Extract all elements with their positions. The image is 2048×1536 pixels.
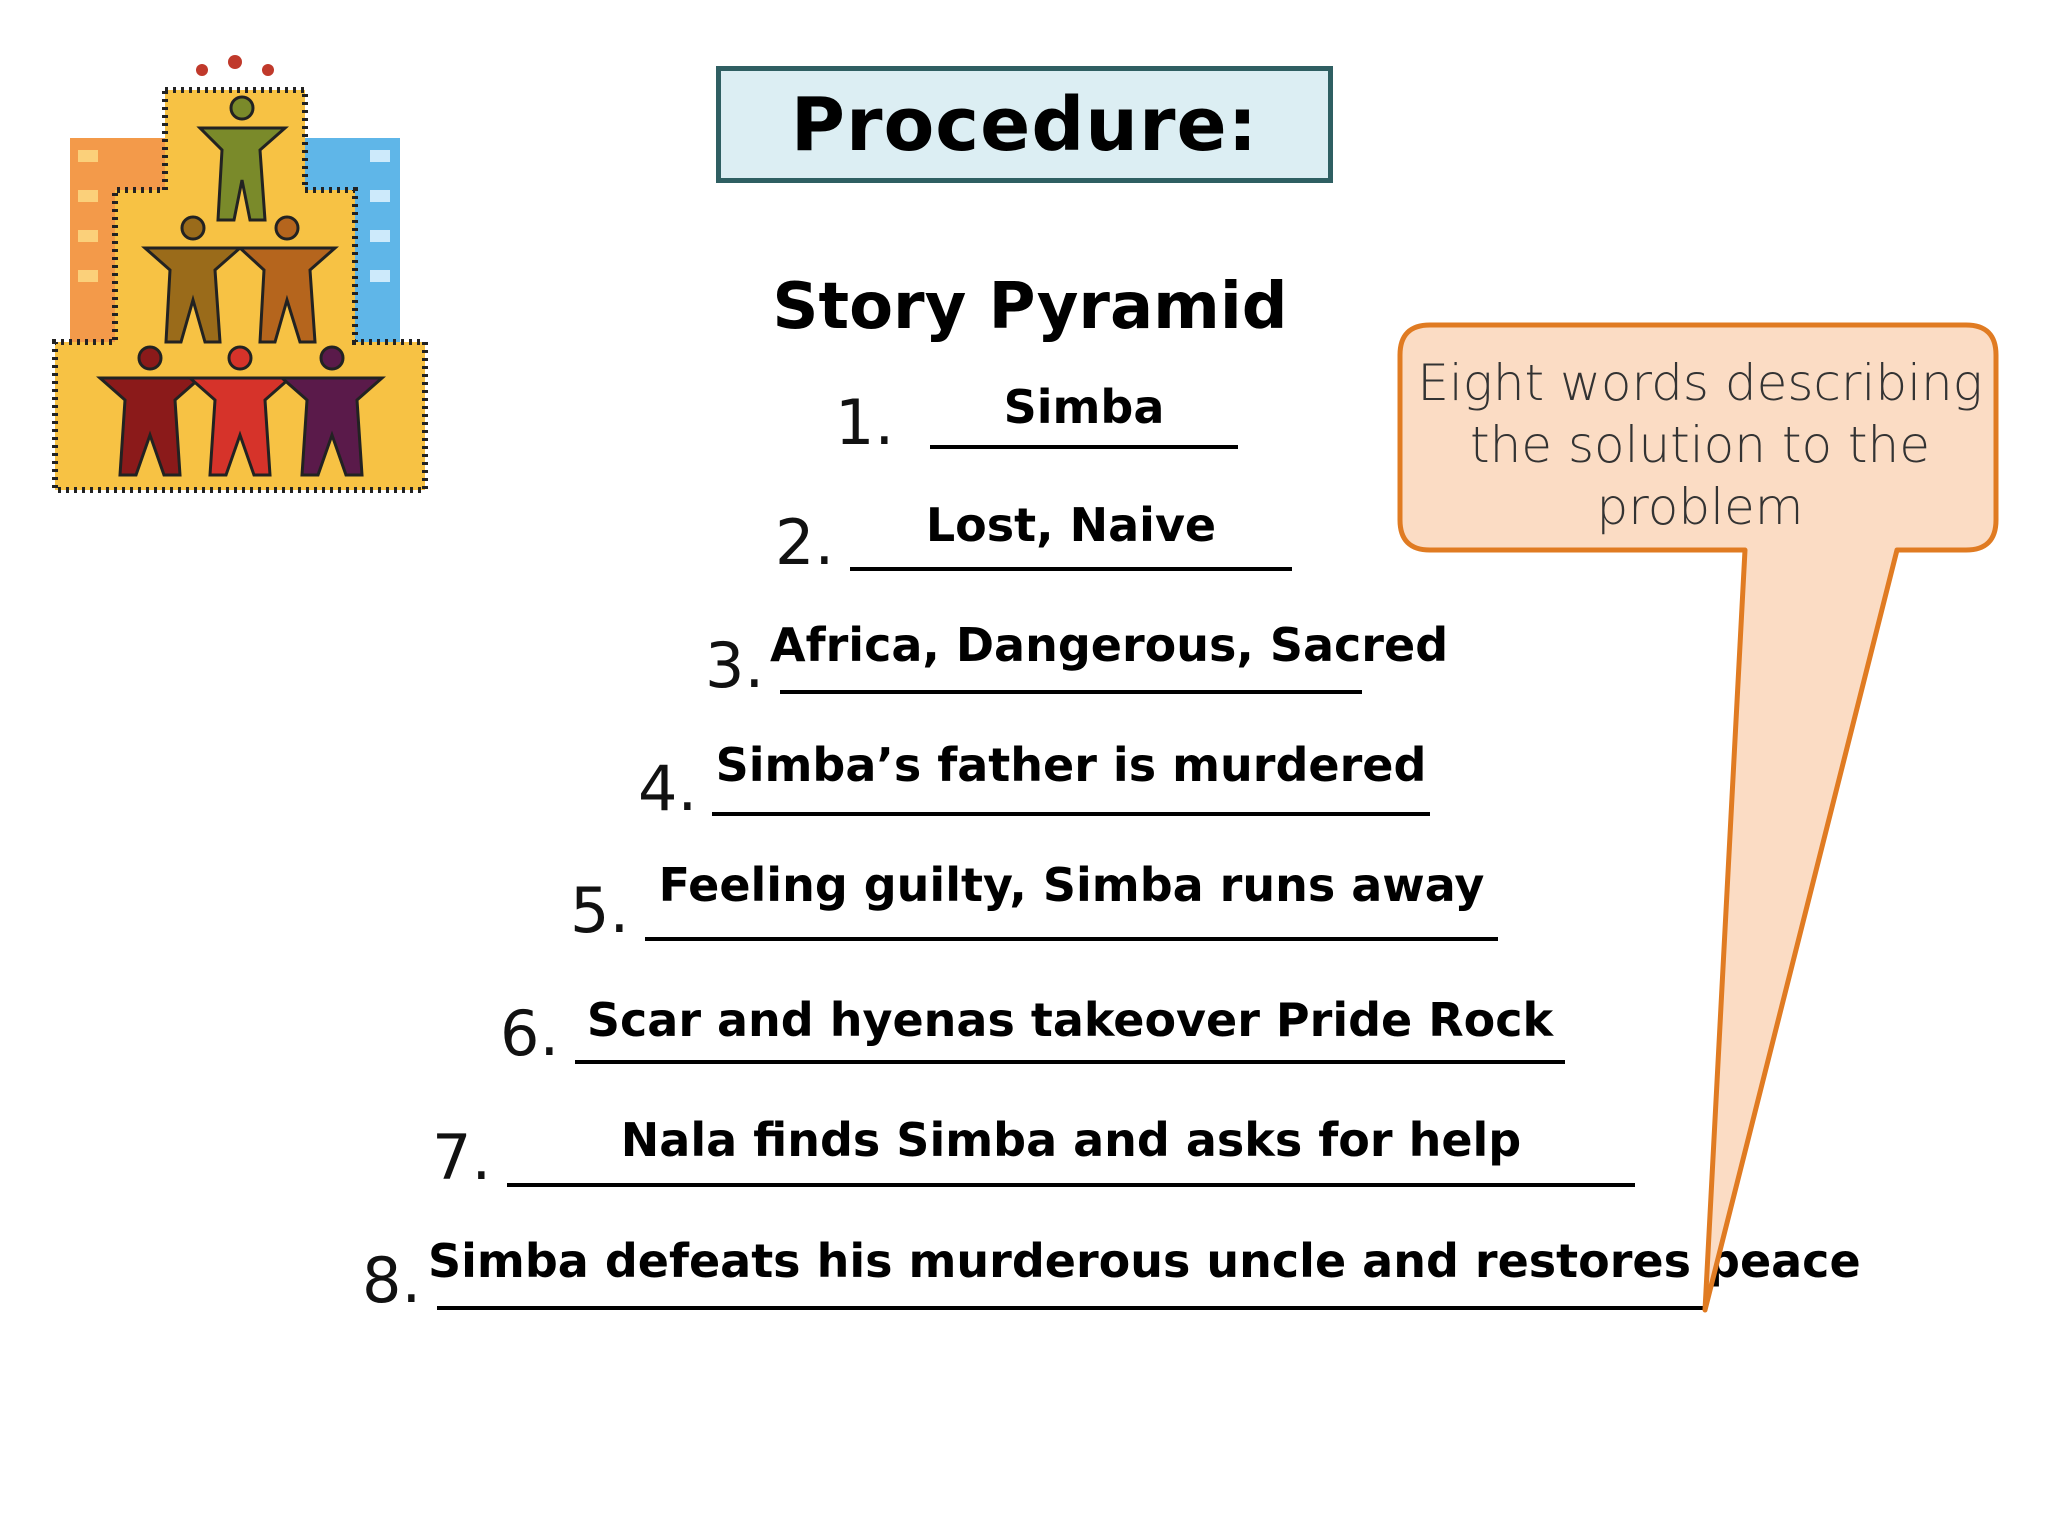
- subtitle: Story Pyramid: [772, 270, 1288, 344]
- callout-text: Eight words describing the solution to t…: [1417, 354, 1983, 536]
- answer-line: [780, 690, 1362, 694]
- answer-text: Africa, Dangerous, Sacred: [770, 618, 1449, 672]
- answer-line: [437, 1306, 1704, 1310]
- answer-line: [712, 812, 1430, 816]
- item-number: 7.: [432, 1121, 492, 1194]
- answer-line: [645, 937, 1498, 941]
- page-title: Procedure:: [790, 81, 1259, 168]
- answer-line: [575, 1060, 1565, 1064]
- answer-line: [507, 1183, 1635, 1187]
- item-number: 5.: [570, 874, 630, 947]
- answer-text: Nala finds Simba and asks for help: [620, 1113, 1522, 1167]
- answer-text: Scar and hyenas takeover Pride Rock: [586, 993, 1554, 1047]
- answer-text: Lost, Naive: [925, 498, 1217, 552]
- answer-line: [930, 445, 1238, 449]
- answer-text: Simba: [1003, 380, 1165, 434]
- item-number: 1.: [835, 386, 895, 459]
- answer-text: Simba’s father is murdered: [715, 738, 1427, 792]
- title-box: Procedure:: [716, 66, 1333, 183]
- answer-line: [850, 567, 1292, 571]
- answer-text: Simba defeats his murderous uncle and re…: [428, 1234, 1861, 1288]
- item-number: 6.: [500, 997, 560, 1070]
- item-number: 4.: [638, 752, 698, 825]
- item-number: 3.: [705, 629, 765, 702]
- answer-text: Feeling guilty, Simba runs away: [658, 858, 1485, 912]
- item-number: 2.: [775, 506, 835, 579]
- item-number: 8.: [362, 1244, 422, 1317]
- human-pyramid-clipart: [52, 55, 428, 493]
